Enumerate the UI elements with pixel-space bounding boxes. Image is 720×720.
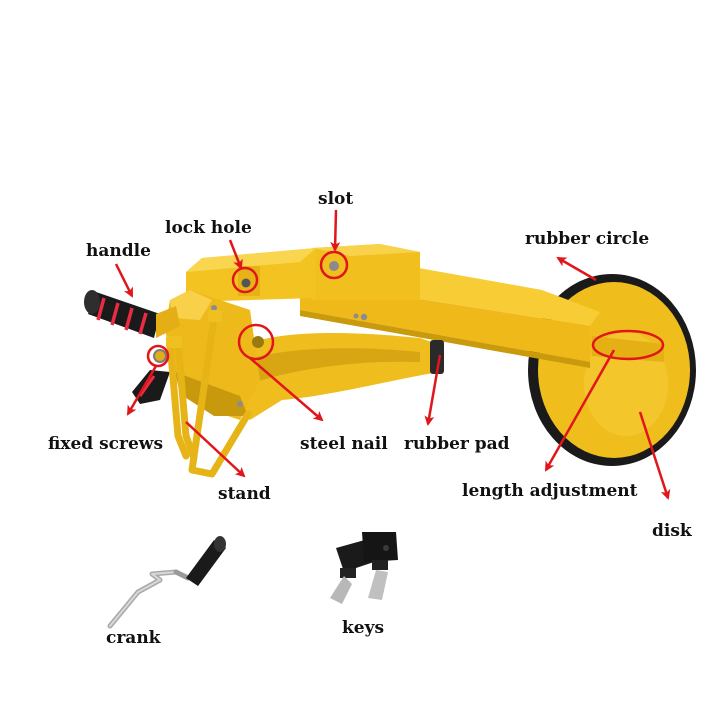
lock-hole-marker xyxy=(231,266,259,294)
main-body xyxy=(165,248,359,420)
label-handle: handle xyxy=(86,241,151,261)
disk-arrow xyxy=(638,411,671,500)
length-adjustment-arrow xyxy=(544,349,616,472)
lock-hole-arrow xyxy=(228,239,243,270)
label-fixed-screws: fixed screws xyxy=(48,434,164,454)
handle-arrow xyxy=(114,263,134,298)
lower-grip-shape xyxy=(132,370,170,404)
label-lock-hole: lock hole xyxy=(165,218,252,238)
annotation-arrows xyxy=(114,209,671,500)
label-keys: keys xyxy=(342,618,385,638)
handle-shape xyxy=(84,290,180,338)
steel-nail-marker xyxy=(237,323,275,361)
label-length-adjustment: length adjustment xyxy=(462,481,638,501)
label-steel-nail: steel nail xyxy=(300,434,388,454)
lower-arm xyxy=(230,333,444,420)
rubber-circle-arrow xyxy=(556,256,597,282)
label-stand: stand xyxy=(218,484,271,504)
stand-arrow xyxy=(185,421,246,478)
slot-hole-shape xyxy=(329,261,339,271)
stand-shape xyxy=(166,314,252,478)
crank-shape xyxy=(107,536,226,629)
length-adjustment-marker xyxy=(591,329,665,361)
fixed-screws-arrow xyxy=(126,365,158,416)
keys-shape xyxy=(330,532,398,604)
fixed-screw-shape xyxy=(153,349,167,363)
slot-arrow xyxy=(330,209,341,252)
label-disk: disk xyxy=(652,521,692,541)
label-rubber-pad: rubber pad xyxy=(404,434,510,454)
label-rubber-circle: rubber circle xyxy=(525,229,650,249)
rubber-pad-arrow xyxy=(424,354,442,426)
slot-marker xyxy=(319,250,349,280)
annotation-circles xyxy=(146,250,665,368)
lock-hole-shape xyxy=(241,278,251,288)
steel-nail-arrow xyxy=(249,357,324,422)
main-arm xyxy=(300,244,640,368)
fixed-screws-marker xyxy=(146,344,170,368)
steel-nail-shape xyxy=(252,336,264,348)
rubber-pad-shape xyxy=(430,340,444,374)
label-slot: slot xyxy=(318,189,354,209)
label-crank: crank xyxy=(106,628,161,648)
